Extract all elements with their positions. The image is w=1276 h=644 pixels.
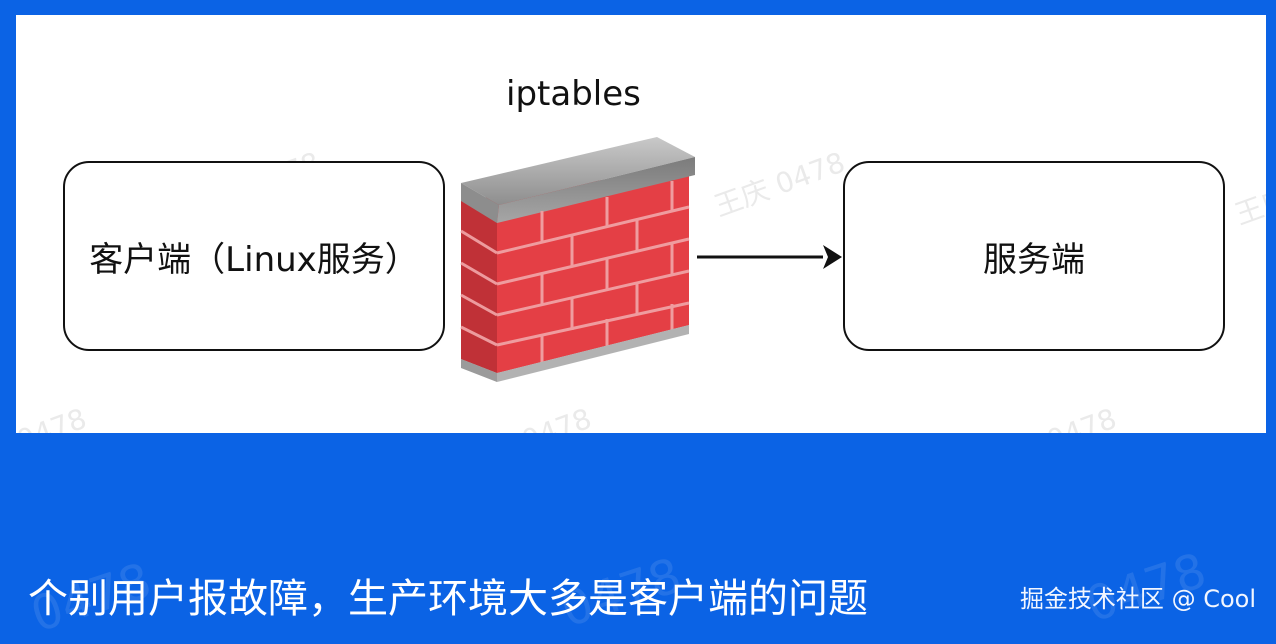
watermark-6: 0478 [1042, 401, 1121, 433]
client-node-label: 客户端（Linux服务） [89, 239, 419, 280]
watermark-2: 王庆 0478 [709, 145, 850, 224]
server-node: 服务端 [843, 161, 1225, 351]
diagram-panel: 王庆 0478 王庆 0478 王庆 0478 0478 0478 iptabl… [16, 15, 1266, 433]
brick-wall-icon [460, 137, 695, 382]
source-credit: 掘金技术社区 @ Cool [1019, 585, 1256, 613]
watermark-4: 0478 [16, 401, 91, 433]
watermark-5: 0478 [517, 401, 596, 433]
watermark-3: 王庆 [1230, 181, 1266, 232]
client-node: 客户端（Linux服务） [63, 161, 445, 351]
firewall-label: iptables [506, 74, 641, 114]
diagram-caption: 个别用户报故障，生产环境大多是客户端的问题 [28, 576, 868, 622]
right-arrow-icon [697, 245, 842, 269]
server-node-label: 服务端 [983, 239, 1085, 280]
